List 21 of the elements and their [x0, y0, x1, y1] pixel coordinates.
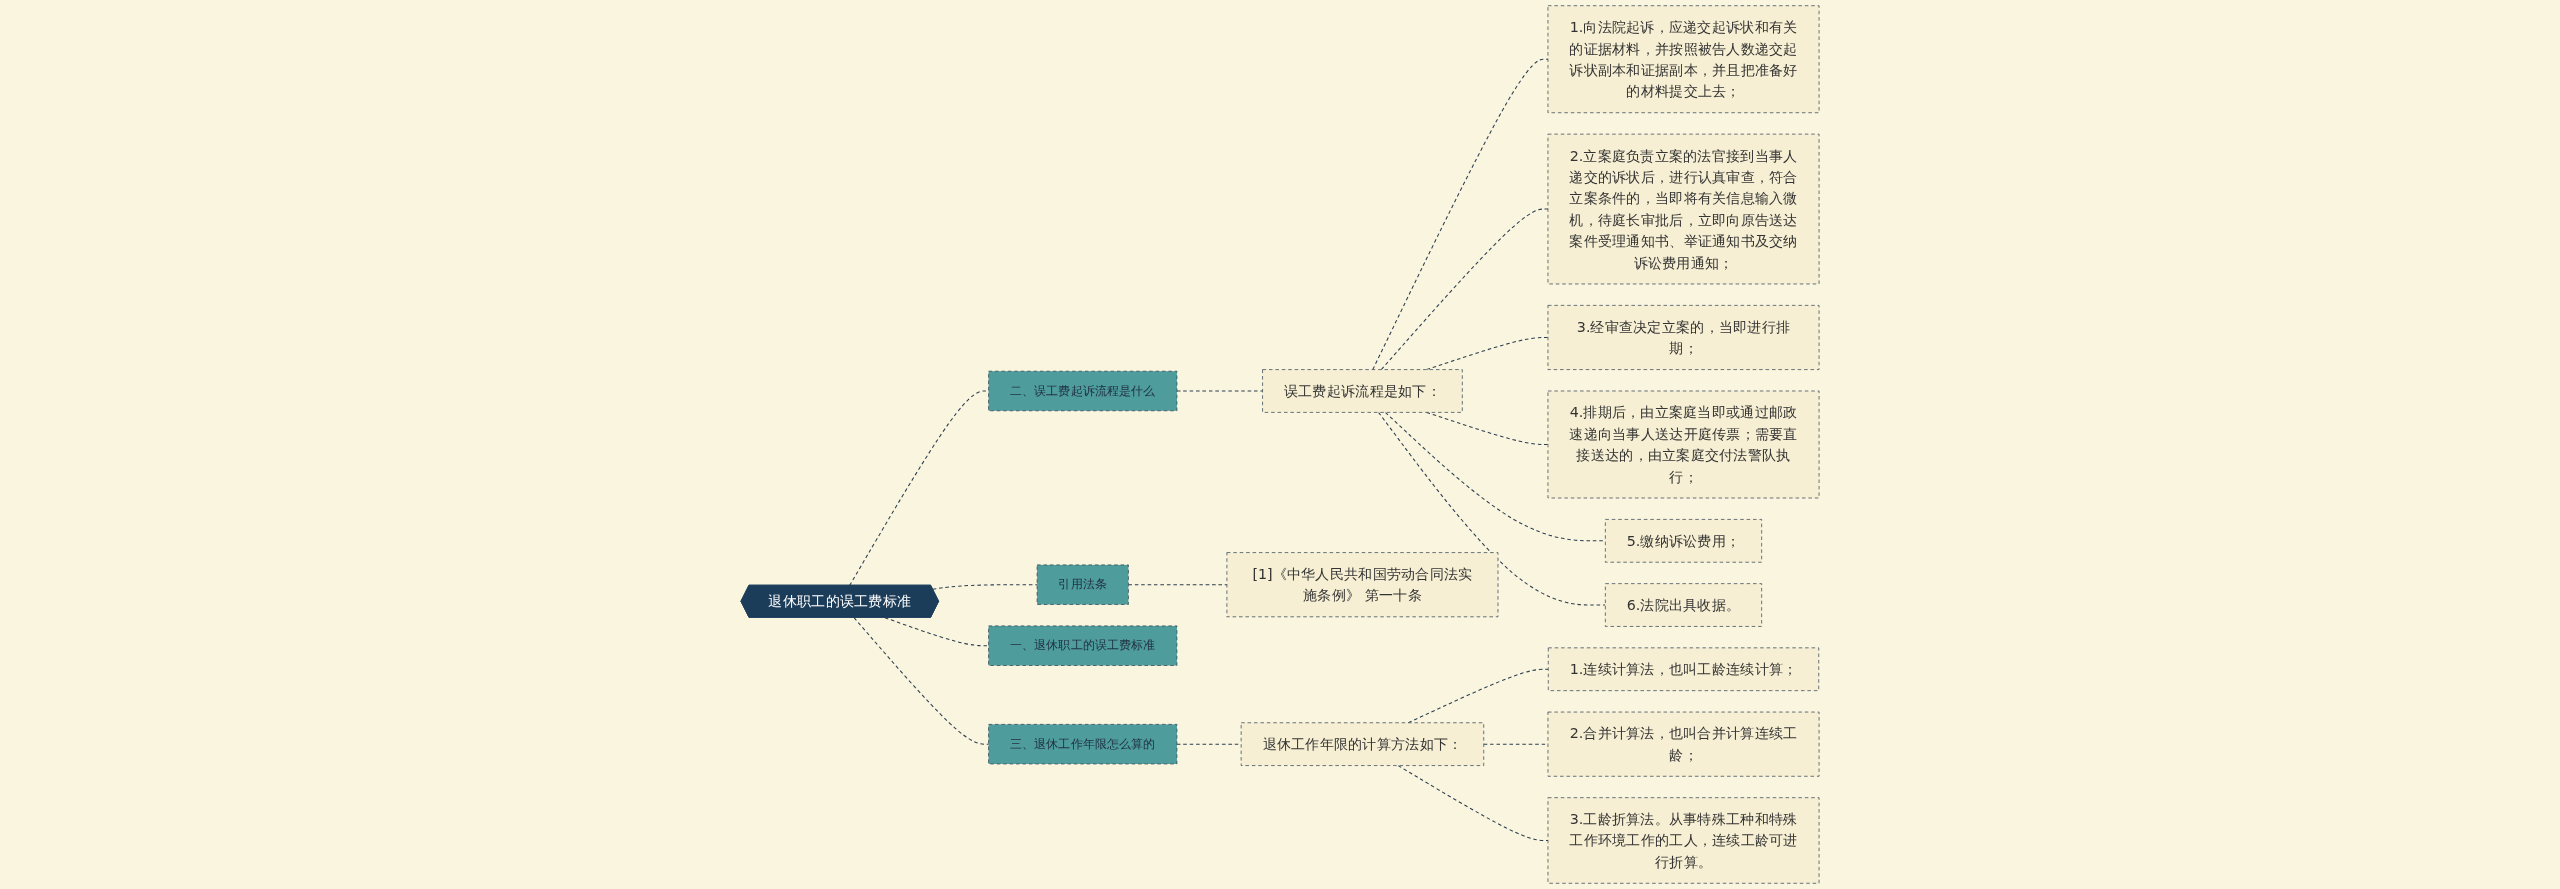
node-box: 引用法条 [1036, 564, 1129, 605]
node-box: 3.经审查决定立案的，当即进行排期； [1547, 305, 1820, 370]
node-box: [1]《中华人民共和国劳动合同法实施条例》 第一十条 [1226, 552, 1499, 618]
node-box: 二、误工费起诉流程是什么 [988, 370, 1178, 412]
node-box: 2.立案庭负责立案的法官接到当事人递交的诉状后，进行认真审查，符合立案条件的，当即将有关信息输入微机，待庭长审批后，立即向原告送达案件受理通知书、举证通知书及交纳诉讼费用通知； [1547, 133, 1820, 285]
connector [932, 584, 1038, 590]
node-box: 误工费起诉流程是如下： [1262, 369, 1463, 413]
node-box: 三、退休工作年限怎么算的 [988, 724, 1178, 765]
node-box: 一、退休职工的误工费标准 [988, 625, 1178, 666]
connector [1483, 743, 1549, 745]
node-box: 6.法院出具收据。 [1605, 583, 1762, 627]
node-box: 1.连续计算法，也叫工龄连续计算； [1547, 647, 1820, 691]
connector [1384, 411, 1606, 542]
node-box: 2.合并计算法，也叫合并计算连续工龄； [1547, 711, 1820, 777]
node-box: 3.工龄折算法。从事特殊工种和特殊工作环境工作的工人，连续工龄可进行折算。 [1547, 797, 1820, 884]
node-box: 5.缴纳诉讼费用； [1605, 519, 1762, 563]
connector [1176, 390, 1264, 392]
node-box: 1.向法院起诉，应递交起诉状和有关的证据材料，并按照被告人数递交起诉状副本和证据副本，并且把准备好的材料提交上去； [1547, 5, 1820, 114]
node-box: 退休工作年限的计算方法如下： [1240, 722, 1485, 766]
node-box: 4.排期后，由立案庭当即或通过邮政速递向当事人送达开庭传票；需要直接送达的，由立案庭交付法警队执行； [1547, 390, 1820, 499]
connector [1377, 411, 1606, 606]
